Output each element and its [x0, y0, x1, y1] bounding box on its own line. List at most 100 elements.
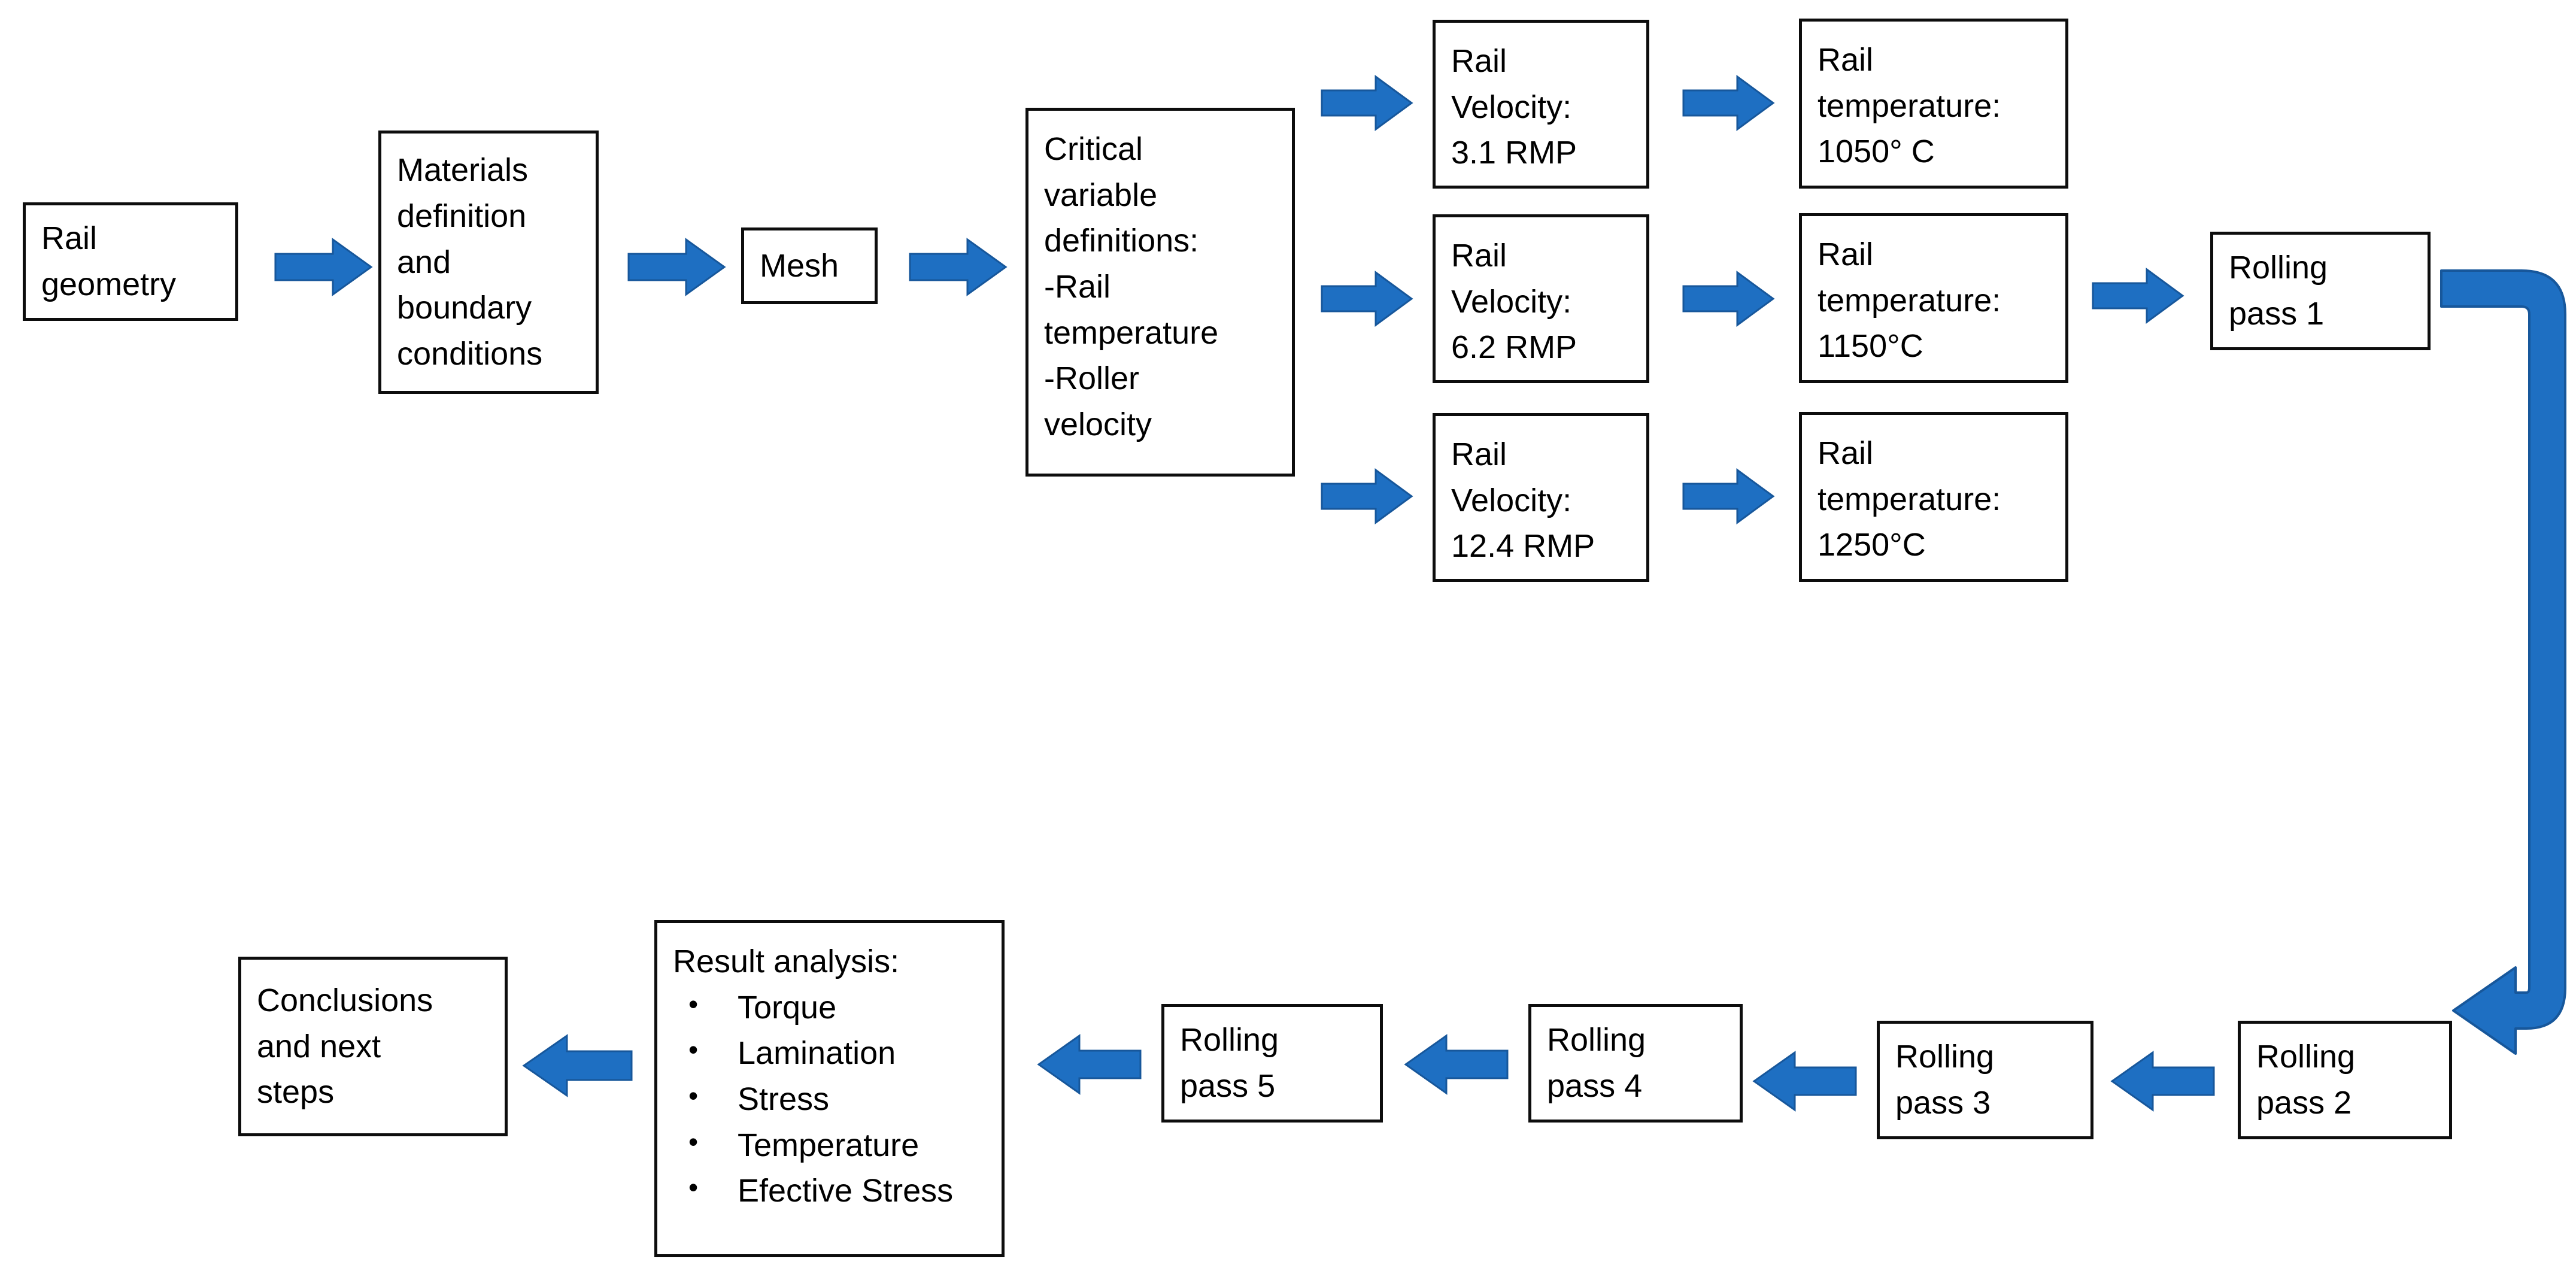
node-line: steps	[257, 1074, 335, 1111]
node-line: geometry	[41, 266, 177, 302]
node-line: Rolling	[1895, 1039, 1995, 1075]
node-result-analysis[interactable]: Result analysis: Torque Lamination Stres…	[654, 920, 1005, 1257]
node-line: boundary	[397, 290, 532, 326]
node-line: and	[397, 244, 451, 280]
node-line: definitions:	[1044, 223, 1199, 259]
node-line: velocity	[1044, 406, 1152, 443]
node-line: pass 3	[1895, 1085, 1991, 1121]
node-line: Rail	[1818, 42, 1874, 78]
node-line: Rail	[1451, 238, 1507, 274]
node-rail-temperature-3[interactable]: Rail temperature: 1250°C	[1799, 412, 2068, 582]
node-line: temperature	[1044, 314, 1219, 351]
right-arrow-icon	[627, 238, 726, 296]
arrow-result-analysis-to-conclusions	[522, 1034, 633, 1097]
node-line: temperature:	[1818, 282, 2001, 318]
right-arrow-icon	[2092, 268, 2184, 324]
node-line: temperature:	[1818, 481, 2001, 517]
right-arrow-icon	[1682, 468, 1775, 524]
node-rolling-pass-5[interactable]: Rolling pass 5	[1161, 1004, 1383, 1123]
node-line: Rolling	[1547, 1022, 1646, 1058]
node-rolling-pass-2[interactable]: Rolling pass 2	[2238, 1021, 2452, 1139]
right-arrow-icon	[1321, 468, 1413, 524]
node-conclusions-and-next-steps[interactable]: Conclusions and next steps	[238, 957, 508, 1136]
node-materials-definition[interactable]: Materials definition and boundary condit…	[378, 131, 599, 394]
node-line: 1050° C	[1818, 134, 1935, 170]
arrow-rolling-pass-4-to-rolling-pass-5	[1404, 1034, 1509, 1095]
node-line: -Rail	[1044, 269, 1111, 305]
list-item: Stress	[673, 1076, 986, 1123]
right-arrow-icon	[274, 238, 373, 296]
node-rail-temperature-1[interactable]: Rail temperature: 1050° C	[1799, 19, 2068, 189]
node-rail-temperature-2[interactable]: Rail temperature: 1150°C	[1799, 213, 2068, 383]
node-line: variable	[1044, 177, 1158, 213]
node-rolling-pass-4[interactable]: Rolling pass 4	[1528, 1004, 1743, 1123]
node-line: 1150°C	[1818, 328, 1923, 365]
node-line: Rail	[1451, 436, 1507, 472]
arrow-critical-variables-to-velocity-3	[1321, 468, 1413, 524]
node-line: 1250°C	[1818, 527, 1926, 563]
list-item: Temperature	[673, 1123, 986, 1169]
node-line: Rolling	[2256, 1039, 2356, 1075]
arrow-rolling-pass-2-to-rolling-pass-3	[2110, 1051, 2215, 1112]
arrow-rolling-pass-1-to-rolling-pass-2	[2431, 263, 2576, 1078]
left-arrow-icon	[1037, 1034, 1142, 1095]
left-arrow-icon	[522, 1034, 633, 1097]
node-line: Velocity:	[1451, 482, 1572, 518]
node-rail-velocity-2[interactable]: Rail Velocity: 6.2 RMP	[1433, 214, 1649, 383]
node-line: Critical	[1044, 131, 1143, 167]
node-line: Rail	[1451, 43, 1507, 79]
node-line: 6.2 RMP	[1451, 329, 1577, 366]
left-arrow-icon	[1752, 1051, 1857, 1112]
node-rail-geometry[interactable]: Rail geometry	[23, 202, 238, 321]
elbow-down-left-arrow-icon	[2440, 269, 2566, 1055]
arrow-rail-geometry-to-materials	[274, 238, 373, 296]
node-rail-velocity-3[interactable]: Rail Velocity: 12.4 RMP	[1433, 413, 1649, 582]
node-line: and next	[257, 1028, 381, 1064]
arrow-critical-variables-to-velocity-1	[1321, 75, 1413, 131]
node-line: Rail	[1818, 435, 1874, 471]
left-arrow-icon	[1404, 1034, 1509, 1095]
node-line: pass 2	[2256, 1085, 2352, 1121]
result-analysis-bullet-list: Torque Lamination Stress Temperature Efe…	[673, 985, 986, 1214]
right-arrow-icon	[909, 238, 1008, 296]
node-rolling-pass-1[interactable]: Rolling pass 1	[2210, 232, 2431, 350]
node-mesh[interactable]: Mesh	[741, 227, 878, 304]
node-line: Rolling	[2229, 250, 2328, 286]
right-arrow-icon	[1682, 271, 1775, 327]
arrow-velocity-3-to-temperature-3	[1682, 468, 1775, 524]
node-line: 12.4 RMP	[1451, 528, 1595, 565]
list-item: Lamination	[673, 1030, 986, 1076]
node-line: Rail	[1818, 236, 1874, 272]
node-line: Conclusions	[257, 982, 433, 1018]
node-line: temperature:	[1818, 87, 2001, 124]
node-critical-variable-definitions[interactable]: Critical variable definitions: -Rail tem…	[1025, 108, 1295, 477]
node-line: -Roller	[1044, 360, 1140, 397]
node-line: Rolling	[1180, 1022, 1279, 1058]
node-line: Rail	[41, 220, 98, 257]
arrow-velocity-1-to-temperature-1	[1682, 75, 1775, 131]
list-item: Torque	[673, 985, 986, 1031]
node-rail-velocity-1[interactable]: Rail Velocity: 3.1 RMP	[1433, 20, 1649, 189]
list-item: Efective Stress	[673, 1168, 986, 1214]
right-arrow-icon	[1321, 75, 1413, 131]
node-line: Mesh	[760, 247, 839, 284]
node-line: Velocity:	[1451, 283, 1572, 320]
arrow-temperature-2-to-rolling-pass-1	[2092, 268, 2184, 324]
node-line: pass 4	[1547, 1068, 1643, 1104]
left-arrow-icon	[2110, 1051, 2215, 1112]
node-line: pass 5	[1180, 1068, 1276, 1104]
right-arrow-icon	[1682, 75, 1775, 131]
arrow-mesh-to-critical-variables	[909, 238, 1008, 296]
node-line: conditions	[397, 336, 543, 372]
arrow-rolling-pass-3-to-rolling-pass-4	[1752, 1051, 1857, 1112]
arrow-materials-to-mesh	[627, 238, 726, 296]
node-line: Velocity:	[1451, 89, 1572, 125]
node-line: definition	[397, 198, 527, 234]
node-line: Materials	[397, 152, 529, 189]
node-rolling-pass-3[interactable]: Rolling pass 3	[1877, 1021, 2093, 1139]
right-arrow-icon	[1321, 271, 1413, 327]
arrow-critical-variables-to-velocity-2	[1321, 271, 1413, 327]
arrow-velocity-2-to-temperature-2	[1682, 271, 1775, 327]
arrow-rolling-pass-5-to-result-analysis	[1037, 1034, 1142, 1095]
